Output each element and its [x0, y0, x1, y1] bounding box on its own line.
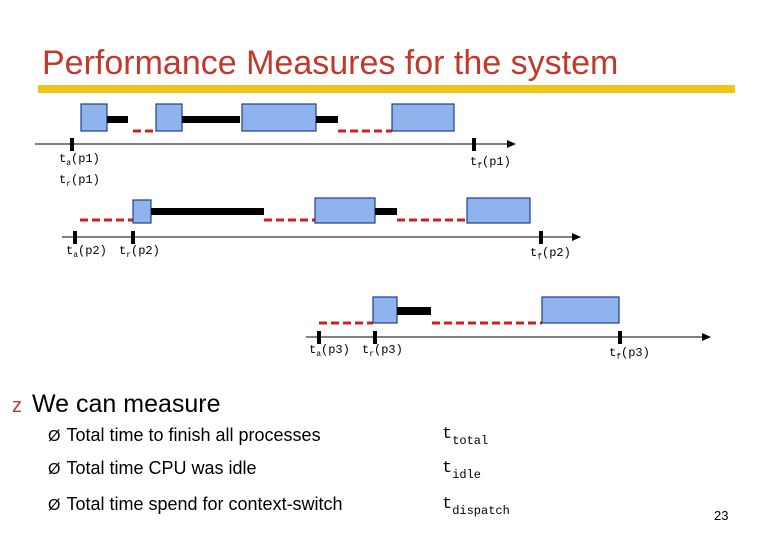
- cpu-burst: [80, 103, 108, 132]
- axis-arrow: [572, 233, 581, 241]
- process-timeline-diagram: [35, 103, 711, 344]
- io-burst: [107, 116, 128, 123]
- label-ta-p2: ta(p2): [66, 244, 107, 260]
- timeline-p1: [35, 103, 516, 151]
- io-burst: [375, 208, 397, 215]
- cpu-burst: [466, 197, 531, 224]
- label-tf-p2: tf(p2): [530, 246, 571, 262]
- cpu-burst: [541, 296, 620, 324]
- cpu-burst: [155, 103, 183, 132]
- cpu-burst: [241, 103, 317, 132]
- bullet-marker: z: [12, 395, 22, 417]
- timeline-p3: [306, 296, 711, 344]
- symbol-dispatch: tdispatch: [442, 495, 510, 518]
- label-tr-p2: tr(p2): [119, 244, 160, 260]
- symbol-total: ttotal: [442, 425, 489, 448]
- label-tf-p3: tf(p3): [609, 346, 650, 362]
- label-tr-p1: tr(p1): [59, 173, 100, 189]
- io-burst: [151, 208, 264, 215]
- label-tf-p1: tf(p1): [470, 155, 511, 171]
- io-burst: [182, 116, 240, 123]
- cpu-burst: [391, 103, 455, 132]
- cpu-burst: [314, 197, 376, 224]
- label-tr-p3: tr(p3): [362, 343, 403, 359]
- arrow-bullet-icon: Ø: [48, 497, 61, 514]
- title-underline: [38, 85, 735, 93]
- cpu-burst: [132, 199, 152, 224]
- page-number: 23: [714, 508, 729, 523]
- cpu-burst: [372, 296, 398, 324]
- timeline-p2: [62, 197, 581, 244]
- io-burst: [316, 116, 338, 123]
- page-title: Performance Measures for the system: [42, 44, 619, 82]
- arrow-bullet-icon: Ø: [48, 461, 61, 478]
- axis-arrow: [507, 140, 516, 148]
- label-ta-p1: ta(p1): [59, 152, 100, 168]
- label-ta-p3: ta(p3): [309, 343, 350, 359]
- axis-arrow: [702, 333, 711, 341]
- arrow-bullet-icon: Ø: [48, 428, 61, 445]
- symbol-idle: tidle: [442, 459, 482, 482]
- io-burst: [397, 307, 431, 315]
